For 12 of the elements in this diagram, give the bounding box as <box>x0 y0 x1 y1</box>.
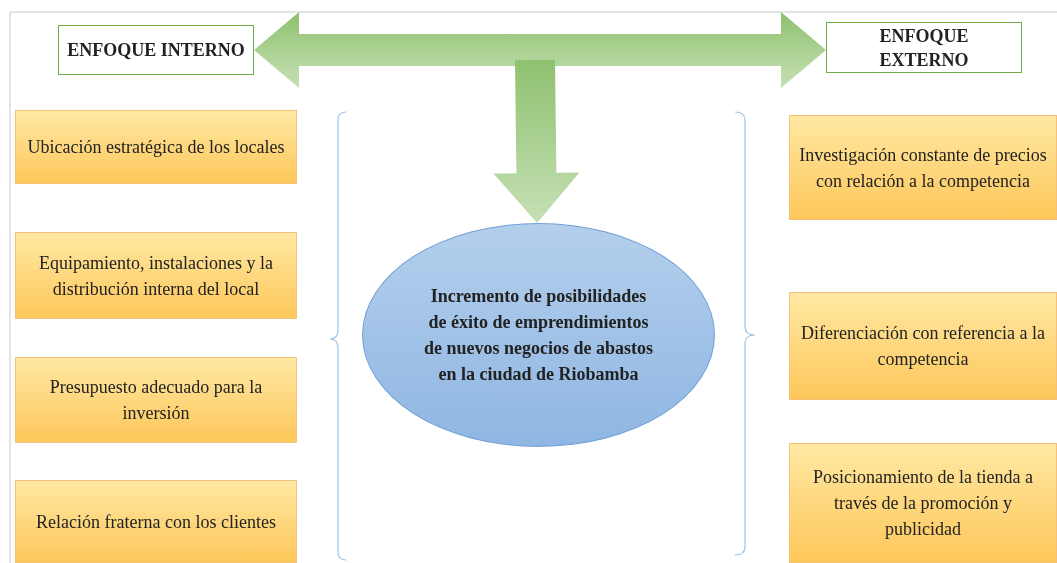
factor-box: Posicionamiento de la tienda a través de la promoción y publicidad <box>789 443 1057 563</box>
factor-box: Equipamiento, instalaciones y la distribución interna del local <box>15 232 297 319</box>
heading-box: ENFOQUE INTERNO <box>58 25 254 75</box>
factor-box: Relación fraterna con los clientes <box>15 480 297 563</box>
factor-box: Investigación constante de precios con relación a la competencia <box>789 115 1057 220</box>
factor-box: Ubicación estratégica de los locales <box>15 110 297 184</box>
goal-ellipse: Incremento de posibilidades de éxito de emprendimientos de nuevos negocios de abastos en la ciudad de Riobamba <box>362 223 715 447</box>
block-arrow <box>493 59 580 223</box>
factor-box: Presupuesto adecuado para la inversión <box>15 357 297 443</box>
block-arrow <box>254 12 826 88</box>
heading-box: ENFOQUE EXTERNO <box>826 22 1022 73</box>
factor-box: Diferenciación con referencia a la competencia <box>789 292 1057 400</box>
